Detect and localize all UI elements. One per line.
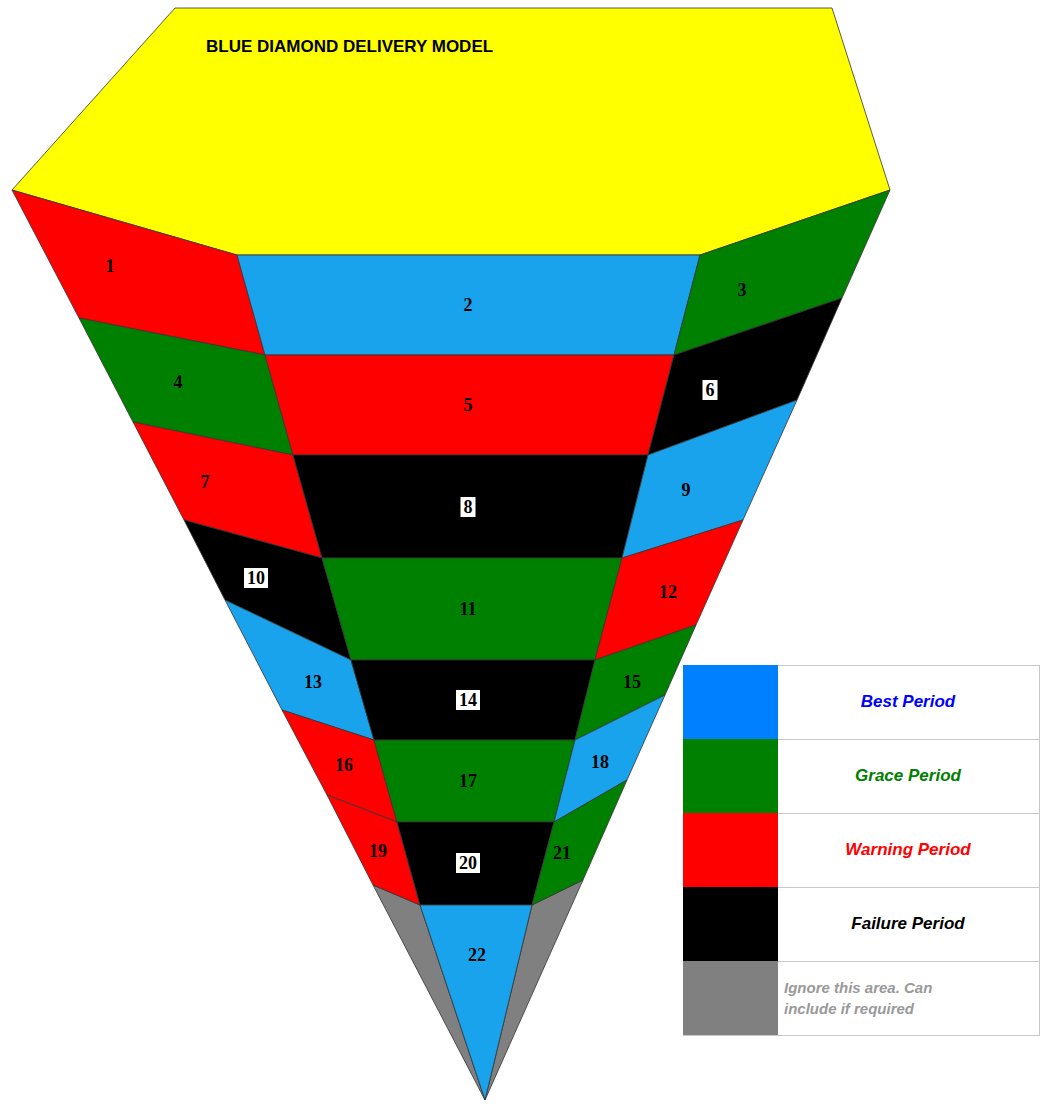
funnel-segment: 22 bbox=[420, 905, 532, 1100]
segment-number: 8 bbox=[461, 497, 476, 517]
segment-outline bbox=[351, 660, 595, 740]
legend-cell: Warning Period bbox=[780, 813, 1036, 887]
funnel-segment: 11 bbox=[322, 558, 622, 660]
legend-text: Failure Period bbox=[851, 913, 964, 935]
segment-number: 11 bbox=[459, 600, 476, 618]
segment-number: 13 bbox=[304, 673, 322, 691]
segment-number: 14 bbox=[456, 690, 480, 710]
title-text: BLUE DIAMOND DELIVERY MODEL bbox=[206, 37, 493, 56]
segment-number: 18 bbox=[591, 753, 609, 771]
legend-text: Grace Period bbox=[855, 765, 961, 787]
segment-outline bbox=[265, 355, 674, 455]
legend-cell: Grace Period bbox=[780, 739, 1036, 813]
legend-cell: Ignore this area. Can include if require… bbox=[780, 961, 1036, 1035]
segment-number: 9 bbox=[682, 481, 691, 499]
segment-number: 1 bbox=[106, 257, 115, 275]
funnel-segment: 17 bbox=[374, 740, 575, 822]
segment-number: 2 bbox=[464, 296, 473, 314]
funnel-segment: 21 bbox=[532, 780, 627, 905]
funnel-segment: 20 bbox=[397, 822, 554, 905]
segment-number: 4 bbox=[174, 373, 183, 391]
legend-swatch bbox=[683, 961, 778, 1035]
segment-outline bbox=[397, 822, 554, 905]
legend-text: Warning Period bbox=[845, 839, 970, 861]
funnel-segment: 14 bbox=[351, 660, 595, 740]
segment-outline bbox=[420, 905, 532, 1100]
legend-swatch bbox=[683, 665, 778, 739]
legend-swatch bbox=[683, 887, 778, 961]
segment-number: 10 bbox=[244, 568, 268, 588]
legend-text: Ignore this area. Can include if require… bbox=[784, 977, 989, 1019]
segment-outline bbox=[374, 740, 575, 822]
legend-grid bbox=[683, 665, 1040, 1036]
segment-number: 5 bbox=[464, 396, 473, 414]
title-band: BLUE DIAMOND DELIVERY MODEL bbox=[12, 8, 890, 255]
title-step-right bbox=[325, 166, 657, 302]
segment-number: 16 bbox=[335, 756, 353, 774]
segment-number: 21 bbox=[553, 844, 571, 862]
segment-number: 20 bbox=[456, 853, 480, 873]
legend-cell: Failure Period bbox=[780, 887, 1036, 961]
legend-swatch bbox=[683, 813, 778, 887]
segment-shape bbox=[420, 905, 532, 1100]
segment-number: 12 bbox=[659, 583, 677, 601]
segment-number: 15 bbox=[623, 673, 641, 691]
segment-number: 6 bbox=[703, 380, 718, 400]
segment-number: 7 bbox=[201, 473, 210, 491]
segment-outline bbox=[12, 8, 890, 255]
legend-swatch bbox=[683, 739, 778, 813]
legend-cell: Best Period bbox=[780, 665, 1036, 739]
segment-outline bbox=[532, 780, 627, 905]
segment-shape bbox=[532, 780, 627, 905]
funnel-segment: 2 bbox=[237, 255, 700, 355]
legend-text: Best Period bbox=[861, 691, 955, 713]
funnel-segment: 5 bbox=[265, 355, 674, 455]
segment-number: 3 bbox=[738, 281, 747, 299]
segment-number: 22 bbox=[468, 946, 486, 964]
segment-outline bbox=[322, 558, 622, 660]
funnel-segment: 8 bbox=[293, 455, 648, 558]
title-block: BLUE DIAMOND DELIVERY MODEL bbox=[205, 30, 657, 64]
segment-outline bbox=[237, 255, 700, 355]
segment-number: 19 bbox=[369, 842, 387, 860]
segment-number: 17 bbox=[459, 772, 477, 790]
segment-outline bbox=[293, 455, 648, 558]
